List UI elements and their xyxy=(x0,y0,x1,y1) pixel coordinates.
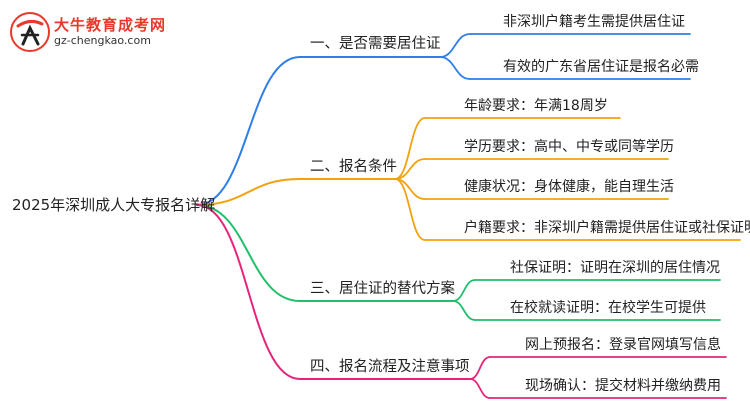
leaf-2-1: 年龄要求：年满18周岁 xyxy=(464,98,608,114)
branch-1-topic: 一、是否需要居住证 xyxy=(310,36,441,52)
branch-4-topic: 四、报名流程及注意事项 xyxy=(310,359,470,375)
root-to-branch-2-link xyxy=(196,178,301,206)
leaf-1-2: 有效的广东省居住证是报名必需 xyxy=(503,59,699,75)
branch-1-leaf-2-link xyxy=(439,56,471,80)
root-topic: 2025年深圳成人大专报名详解 xyxy=(12,196,216,214)
branch-3-leaf-1-link xyxy=(452,279,476,302)
site-logo[interactable]: 大牛教育成考网 gz-chengkao.com xyxy=(8,8,166,56)
branch-3-topic: 三、居住证的替代方案 xyxy=(310,281,455,297)
leaf-3-2: 在校就读证明：在校学生可提供 xyxy=(510,300,706,316)
branch-4-leaf-2-link xyxy=(469,378,491,399)
logo-title: 大牛教育成考网 xyxy=(54,16,167,34)
leaf-3-1: 社保证明：证明在深圳的居住情况 xyxy=(510,260,720,276)
root-to-branch-4-link xyxy=(196,204,301,380)
leaf-2-4: 户籍要求：非深圳户籍需提供居住证或社保证明 xyxy=(464,220,750,236)
branch-4-leaf-1-link xyxy=(469,356,491,380)
leaf-4-2: 现场确认：提交材料并缴纳费用 xyxy=(525,378,721,394)
branch-2-leaf-4-link xyxy=(394,178,426,241)
logo-url: gz-chengkao.com xyxy=(54,34,151,47)
logo-mark-icon xyxy=(8,10,52,54)
branch-2-leaf-1-link xyxy=(394,117,426,180)
root-to-branch-1-link xyxy=(196,56,301,206)
branch-2-leaf-2-link xyxy=(394,158,426,180)
leaf-4-1: 网上预报名：登录官网填写信息 xyxy=(525,337,721,353)
leaf-2-3: 健康状况：身体健康，能自理生活 xyxy=(464,179,674,195)
branch-2-topic: 二、报名条件 xyxy=(310,159,397,175)
branch-1-leaf-1-link xyxy=(439,33,471,58)
leaf-2-2: 学历要求：高中、中专或同等学历 xyxy=(464,139,674,155)
root-to-branch-3-link xyxy=(196,204,301,302)
branch-3-leaf-2-link xyxy=(452,300,476,321)
leaf-1-1: 非深圳户籍考生需提供居住证 xyxy=(503,14,685,30)
